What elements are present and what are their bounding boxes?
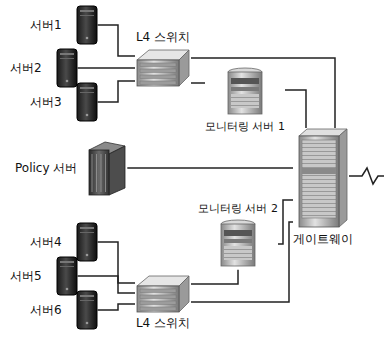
switch-icon [135, 272, 191, 314]
policy-node: Policy 서버 [15, 140, 127, 196]
network-link [98, 25, 135, 56]
node-label: 서버5 [10, 269, 42, 284]
node-label: 게이트웨이 [293, 232, 353, 247]
network-link [191, 82, 205, 84]
server-icon [76, 222, 98, 262]
server-icon [56, 48, 78, 88]
server-node: 서버4 [30, 222, 98, 262]
network-link [191, 270, 238, 284]
node-label: 모니터링 서버 1 [205, 120, 285, 134]
server-icon [76, 5, 98, 45]
node-label: 서버6 [30, 303, 62, 318]
policy-icon [85, 140, 127, 196]
switch-node: L4 스위치 [135, 272, 191, 331]
monitor-node: 모니터링 서버 1 [205, 66, 285, 134]
node-label: 서버1 [30, 18, 62, 33]
node-label: 모니터링 서버 2 [198, 202, 278, 216]
gateway-node: 게이트웨이 [293, 128, 353, 247]
server-node: 서버5 [10, 256, 78, 296]
server-icon [76, 82, 98, 122]
node-label: 서버4 [30, 235, 62, 250]
network-link [98, 81, 135, 102]
server-node: 서버1 [30, 5, 98, 45]
node-label: L4 스위치 [136, 316, 190, 331]
network-link [98, 242, 135, 283]
node-label: 서버3 [30, 95, 62, 110]
server-icon [76, 290, 98, 330]
network-link [127, 167, 293, 169]
gateway-icon [297, 128, 349, 228]
network-link [78, 67, 135, 69]
switch-node: L4 스위치 [135, 30, 191, 88]
monitor-icon [225, 66, 265, 118]
network-link [78, 276, 135, 293]
node-label: Policy 서버 [15, 161, 77, 176]
monitor-node: 모니터링 서버 2 [198, 202, 278, 270]
network-link [191, 58, 335, 128]
server-icon [56, 256, 78, 296]
switch-icon [135, 46, 191, 88]
server-node: 서버6 [30, 290, 98, 330]
network-link [98, 304, 135, 310]
uplink-line [349, 168, 384, 184]
server-node: 서버2 [10, 48, 78, 88]
node-label: L4 스위치 [136, 30, 190, 45]
network-link [191, 222, 293, 302]
monitor-icon [218, 218, 258, 270]
node-label: 서버2 [10, 61, 42, 76]
server-node: 서버3 [30, 82, 98, 122]
network-link [285, 90, 306, 128]
